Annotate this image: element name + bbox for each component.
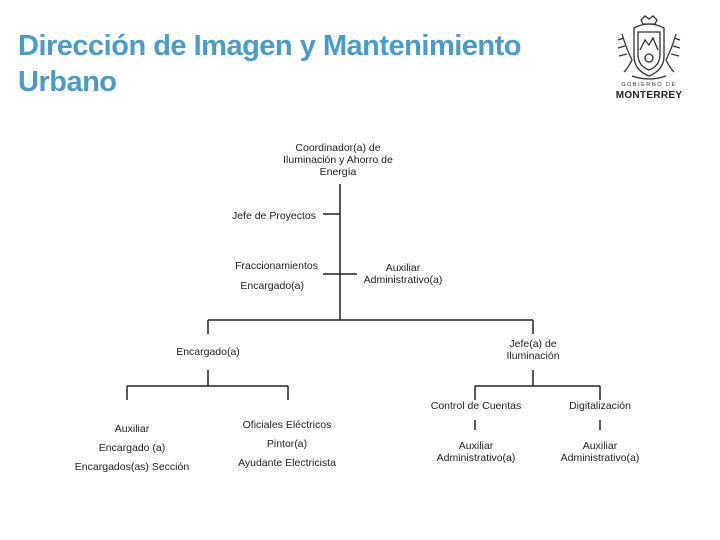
subdivisions-node: Fraccionamientos bbox=[235, 260, 318, 272]
accounts-assistant-node: Auxiliar Administrativo(a) bbox=[420, 440, 532, 464]
lighting-chief-node: Jefe(a) de Iluminación bbox=[478, 338, 588, 362]
lighting-chief-line-2: Iluminación bbox=[506, 350, 560, 362]
lighting-chief-line-1: Jefe(a) de bbox=[509, 338, 557, 350]
left-group-line-1: Auxiliar bbox=[114, 423, 150, 435]
electric-group-line-3: Ayudante Electricista bbox=[238, 457, 336, 469]
monterrey-logo: GOBIERNO DE MONTERREY bbox=[608, 14, 690, 109]
digital-assistant-line-2: Administrativo(a) bbox=[560, 452, 640, 464]
electric-group-line-2: Pintor(a) bbox=[266, 438, 308, 450]
digital-assistant-line-1: Auxiliar bbox=[582, 440, 618, 452]
project-chief-node: Jefe de Proyectos bbox=[231, 210, 316, 222]
accounts-assistant-line-2: Administrativo(a) bbox=[436, 452, 516, 464]
coordinator-line-1: Coordinador(a) de bbox=[295, 142, 381, 154]
left-branch-lead-node: Encargado(a) bbox=[176, 346, 240, 358]
electric-group-line-1: Oficiales Eléctricos bbox=[242, 419, 332, 431]
logo-top-text: GOBIERNO DE bbox=[621, 82, 677, 88]
coat-of-arms-icon bbox=[617, 15, 681, 80]
digital-assistant-node: Auxiliar Administrativo(a) bbox=[544, 440, 656, 464]
coordinator-line-3: Energía bbox=[319, 166, 357, 178]
digitalization-node: Digitalización bbox=[569, 400, 631, 412]
admin-assistant-line-1: Auxiliar bbox=[385, 262, 421, 274]
admin-assistant-node: Auxiliar Administrativo(a) bbox=[350, 262, 456, 286]
logo-brand-text: MONTERREY bbox=[615, 90, 683, 101]
left-group-line-2: Encargado (a) bbox=[98, 442, 166, 454]
title-line-2: Urbano bbox=[18, 66, 117, 98]
coordinator-line-2: Iluminación y Ahorro de bbox=[283, 154, 393, 166]
left-group-node: Auxiliar Encargado (a) Encargados(as) Se… bbox=[62, 420, 202, 477]
left-group-line-3: Encargados(as) Sección bbox=[74, 461, 190, 473]
accounts-control-node: Control de Cuentas bbox=[430, 400, 522, 412]
admin-assistant-line-2: Administrativo(a) bbox=[363, 274, 443, 286]
title-line-1: Dirección de Imagen y Mantenimiento bbox=[18, 30, 522, 62]
electric-group-node: Oficiales Eléctricos Pintor(a) Ayudante … bbox=[220, 416, 354, 473]
subdivisions-lead-node: Encargado(a) bbox=[240, 280, 304, 292]
page-title: Dirección de Imagen y Mantenimiento Urba… bbox=[18, 28, 608, 100]
coordinator-node: Coordinador(a) de Iluminación y Ahorro d… bbox=[268, 142, 408, 178]
accounts-assistant-line-1: Auxiliar bbox=[458, 440, 494, 452]
